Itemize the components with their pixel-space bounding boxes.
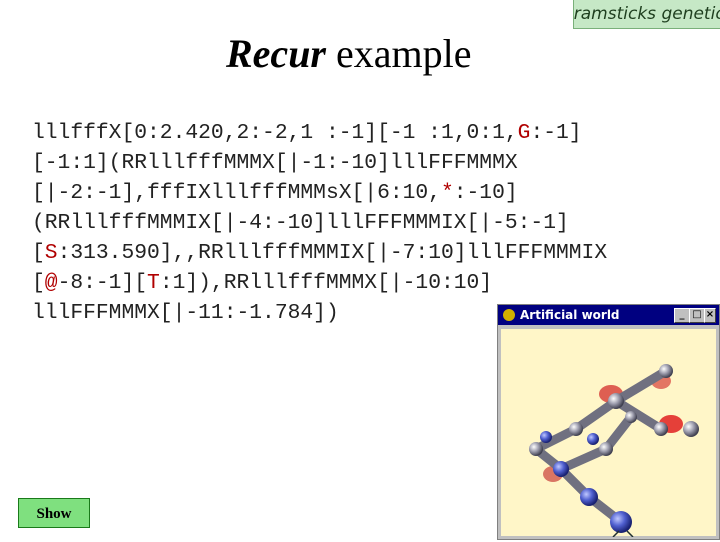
page-title: Recur example (226, 30, 472, 77)
framsticks-banner: Framsticks genetic (573, 0, 720, 29)
code-text: :-1] (530, 121, 582, 145)
code-text: [ (32, 271, 45, 295)
code-line-1: lllfffX[0:2.420,2:-2,1 :-1][-1 :1,0:1,G:… (32, 118, 607, 148)
code-text: :-10] (453, 181, 518, 205)
world-viewport[interactable] (501, 329, 716, 538)
maximize-button[interactable]: □ (689, 308, 705, 323)
code-text: [-1:1](RRlllfffMMMX[|-1:-10]lllFFFMMMX (32, 151, 518, 175)
genotype-code: lllfffX[0:2.420,2:-2,1 :-1][-1 :1,0:1,G:… (32, 118, 607, 328)
code-line-7: lllFFFMMMX[|-11:-1.784]) (32, 298, 607, 328)
code-line-4: (RRlllfffMMMIX[|-4:-10]lllFFFMMMIX[|-5:-… (32, 208, 607, 238)
show-button[interactable]: Show (18, 498, 90, 528)
code-text: :313.590],,RRlllfffMMMIX[|-7:10]lllFFFMM… (57, 241, 608, 265)
code-symbol: T (147, 271, 160, 295)
minimize-button[interactable]: _ (674, 308, 690, 323)
code-line-6: [@-8:-1][T:1]),RRlllfffMMMX[|-10:10] (32, 268, 607, 298)
code-text: [ (32, 241, 45, 265)
window-title: Artificial world (520, 308, 620, 322)
code-text: [|-2:-1],fffIXlllfffMMMsX[|6:10, (32, 181, 441, 205)
code-symbol: G (517, 121, 531, 145)
world-icon (503, 309, 515, 321)
code-text: (RRlllfffMMMIX[|-4:-10]lllFFFMMMIX[|-5:-… (32, 211, 569, 235)
banner-text: Framsticks genetic (573, 4, 720, 24)
window-titlebar[interactable]: Artificial world _ □ × (498, 305, 719, 325)
code-text: lllFFFMMMX[|-11:-1.784]) (32, 301, 339, 325)
code-text: :1]),RRlllfffMMMX[|-10:10] (159, 271, 493, 295)
close-button[interactable]: × (704, 308, 716, 323)
code-line-2: [-1:1](RRlllfffMMMX[|-1:-10]lllFFFMMMX (32, 148, 607, 178)
code-symbol: S (44, 241, 58, 265)
code-line-5: [S:313.590],,RRlllfffMMMIX[|-7:10]lllFFF… (32, 238, 607, 268)
code-text: -8:-1][ (57, 271, 148, 295)
title-rest: example (326, 31, 472, 76)
code-text: lllfffX[0:2.420,2:-2,1 :-1][-1 :1,0:1, (32, 121, 518, 145)
artificial-world-window[interactable]: Artificial world _ □ × (497, 304, 720, 540)
code-line-3: [|-2:-1],fffIXlllfffMMMsX[|6:10,*:-10] (32, 178, 607, 208)
creature-render (529, 364, 699, 538)
code-symbol: @ (44, 271, 58, 295)
title-bold: Recur (226, 31, 326, 76)
code-symbol: * (440, 181, 454, 205)
